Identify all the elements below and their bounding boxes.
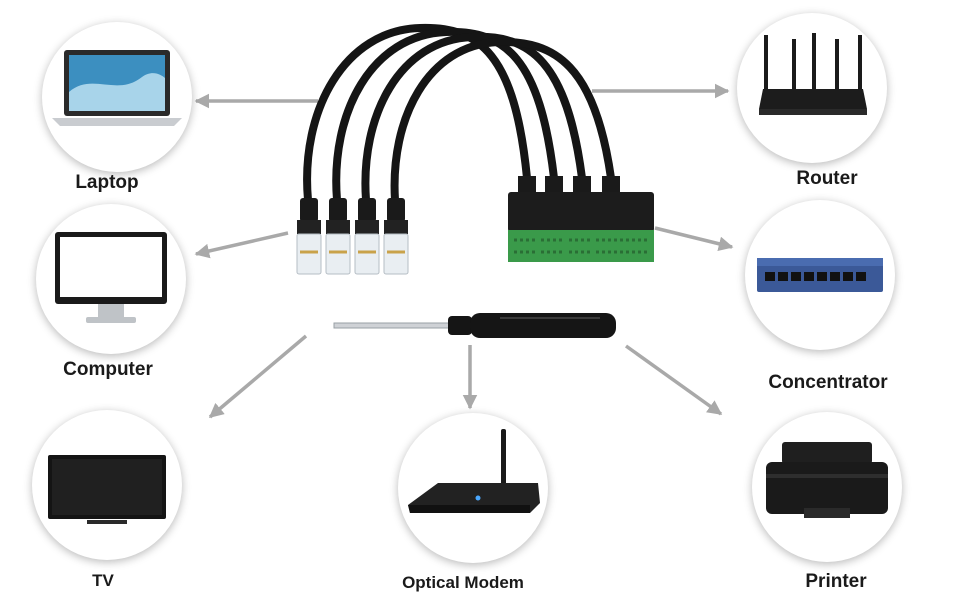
laptop-label: Laptop	[75, 172, 139, 193]
router-icon	[759, 33, 867, 115]
ethernet-cables	[303, 23, 615, 204]
router-circle	[737, 13, 887, 163]
tv-icon	[48, 455, 166, 524]
printer-label: Printer	[805, 571, 867, 592]
concentrator-circle	[745, 200, 895, 350]
laptop-icon	[52, 50, 182, 126]
arrow-to-computer	[194, 231, 289, 259]
rj45-plug	[383, 198, 409, 275]
terminal-blocks	[508, 176, 654, 262]
modem-circle	[398, 413, 548, 563]
switch-icon	[757, 258, 883, 292]
modem-icon	[408, 429, 540, 513]
concentrator-label: Concentrator	[768, 372, 888, 393]
tv-label: TV	[92, 571, 114, 590]
computer-circle	[36, 204, 186, 354]
monitor-icon	[55, 232, 167, 323]
modem-label: Optical Modem	[402, 573, 524, 592]
rj45-plug	[325, 198, 351, 275]
arrow-to-printer	[624, 344, 723, 416]
arrow-to-tv	[208, 334, 308, 419]
router-label: Router	[796, 168, 858, 189]
rj45-plug	[296, 198, 322, 275]
terminal-block	[590, 176, 654, 262]
arrow-to-concentrator	[654, 226, 734, 251]
laptop-circle	[42, 22, 192, 172]
screwdriver-icon	[333, 313, 616, 338]
arrows	[194, 83, 734, 419]
printer-icon	[766, 442, 888, 518]
computer-label: Computer	[63, 359, 153, 380]
tv-circle	[32, 410, 182, 560]
rj45-plugs	[296, 198, 409, 275]
rj45-plug	[354, 198, 380, 275]
printer-circle	[752, 412, 902, 562]
